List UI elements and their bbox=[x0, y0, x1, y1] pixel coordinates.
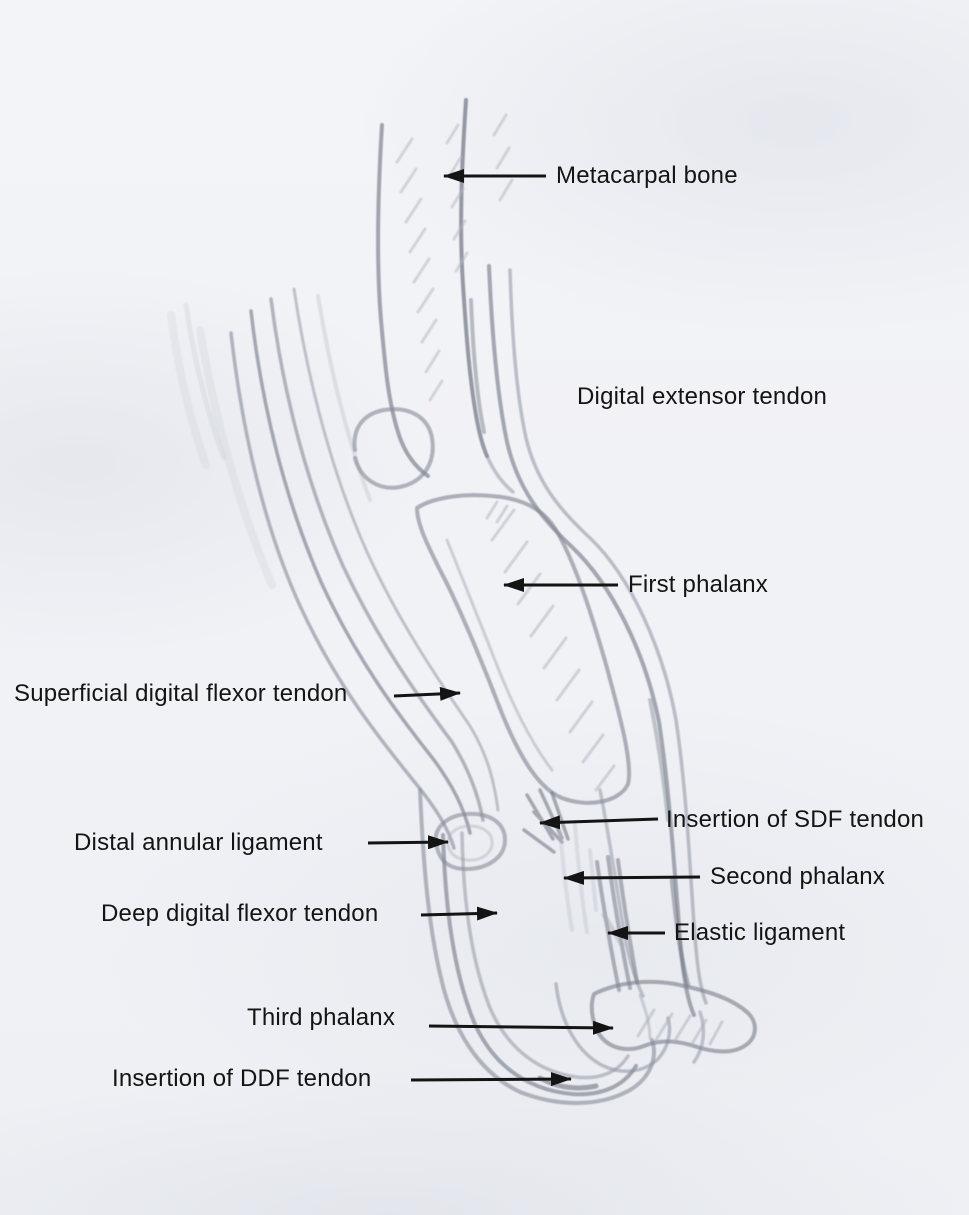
label-metacarpal-bone: Metacarpal bone bbox=[556, 162, 738, 189]
distal-annular-ligament-loop bbox=[433, 811, 507, 871]
label-third-phalanx: Third phalanx bbox=[247, 1004, 396, 1031]
label-deep-digital-flexor-tendon: Deep digital flexor tendon bbox=[101, 900, 379, 927]
label-elastic-ligament: Elastic ligament bbox=[674, 919, 846, 946]
heel-outline bbox=[418, 788, 656, 1105]
digital-extensor-tendon-lines bbox=[487, 264, 708, 1017]
label-distal-annular-ligament: Distal annular ligament bbox=[74, 829, 323, 856]
first-phalanx-outline bbox=[415, 493, 632, 805]
sdf-insertion-scribble bbox=[522, 788, 570, 854]
superficial-digital-flexor-tendon-arrow bbox=[393, 686, 461, 701]
pencil-drawing bbox=[167, 98, 757, 1105]
ddf-tendon-curve bbox=[441, 831, 638, 1097]
label-second-phalanx: Second phalanx bbox=[710, 863, 885, 890]
label-superficial-digital-flexor-tendon: Superficial digital flexor tendon bbox=[14, 680, 348, 707]
label-first-phalanx: First phalanx bbox=[628, 571, 768, 598]
fetlock-sesamoid bbox=[352, 407, 515, 494]
third-phalanx-hatching bbox=[636, 1008, 724, 1046]
faint-tendon-line bbox=[316, 294, 372, 502]
bone-hatching bbox=[395, 113, 514, 402]
flexor-tendon-bundle bbox=[196, 287, 500, 850]
insertion-of-ddf-tendon-arrow bbox=[410, 1072, 572, 1087]
label-insertion-of-ddf-tendon: Insertion of DDF tendon bbox=[112, 1065, 372, 1092]
deep-digital-flexor-tendon-arrow bbox=[420, 906, 498, 921]
second-phalanx-arrow bbox=[563, 870, 701, 885]
distal-annular-ligament-arrow bbox=[367, 835, 449, 850]
label-insertion-of-sdf-tendon: Insertion of SDF tendon bbox=[666, 806, 925, 833]
first-phalanx-hatching bbox=[485, 500, 616, 792]
label-digital-extensor-tendon: Digital extensor tendon bbox=[577, 383, 828, 410]
third-phalanx-wing bbox=[589, 979, 757, 1064]
third-phalanx-arrow bbox=[428, 1020, 614, 1035]
paper-smudge bbox=[183, 302, 227, 461]
label-arrows bbox=[367, 169, 701, 1087]
paper-smudge bbox=[167, 311, 210, 469]
insertion-of-sdf-tendon-arrow bbox=[539, 815, 659, 830]
